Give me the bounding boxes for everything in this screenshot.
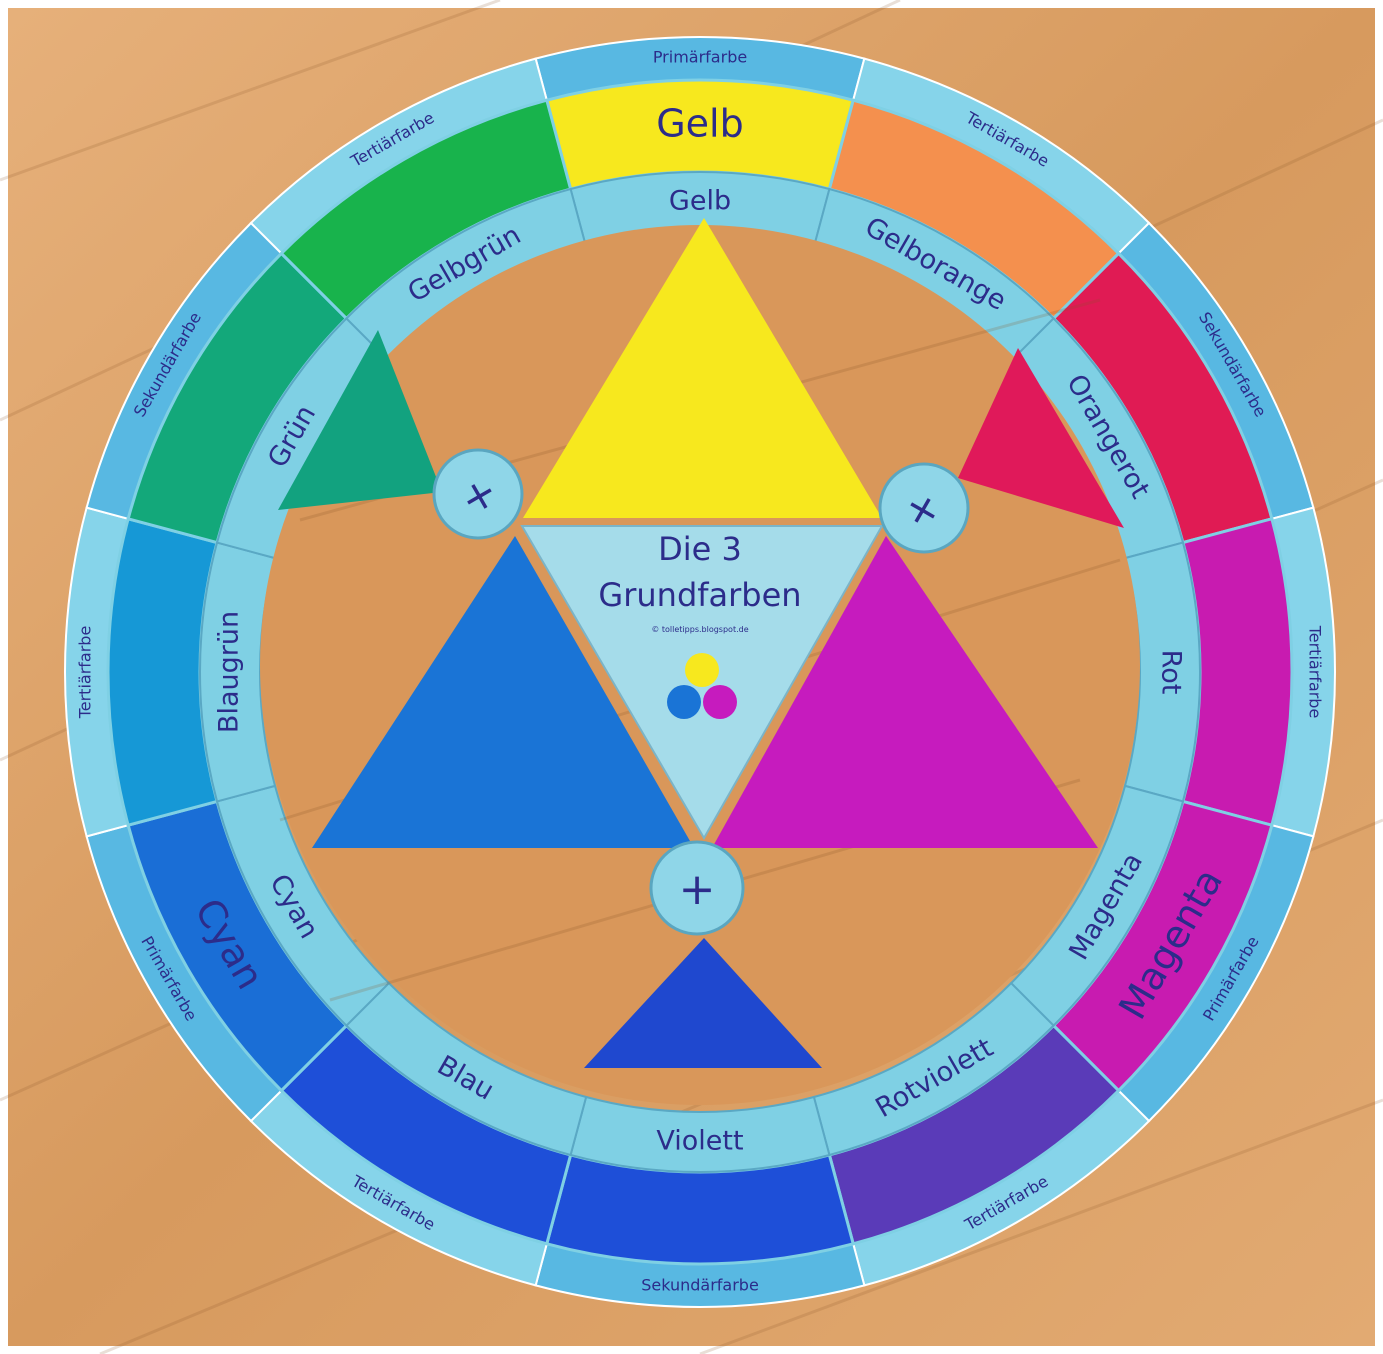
outer-label-bottom: Sekundärfarbe bbox=[641, 1276, 759, 1295]
plus-sign: + bbox=[679, 864, 716, 915]
outer-label-right: Tertiärfarbe bbox=[1306, 625, 1325, 719]
inner-label-violett: Violett bbox=[656, 1126, 743, 1157]
big-label-gelb: Gelb bbox=[656, 102, 744, 146]
center-title-line1: Die 3 bbox=[658, 530, 742, 568]
outer-label-top: Primärfarbe bbox=[653, 48, 747, 67]
center-credit: © tolletipps.blogspot.de bbox=[651, 625, 748, 634]
inner-label-blaugruen: Blaugrün bbox=[214, 611, 245, 733]
mini-cyan-dot bbox=[667, 685, 701, 719]
outer-label-left: Tertiärfarbe bbox=[76, 626, 95, 720]
mini-yellow-dot bbox=[685, 653, 719, 687]
mini-magenta-dot bbox=[703, 685, 737, 719]
center-title-line2: Grundfarben bbox=[598, 576, 801, 614]
inner-label-gelb: Gelb bbox=[669, 186, 731, 217]
plus-circle-left: + bbox=[434, 450, 522, 538]
plus-circle-right: + bbox=[880, 464, 968, 552]
inner-label-rot: Rot bbox=[1156, 650, 1187, 695]
plus-circle-bottom: + bbox=[651, 842, 743, 934]
